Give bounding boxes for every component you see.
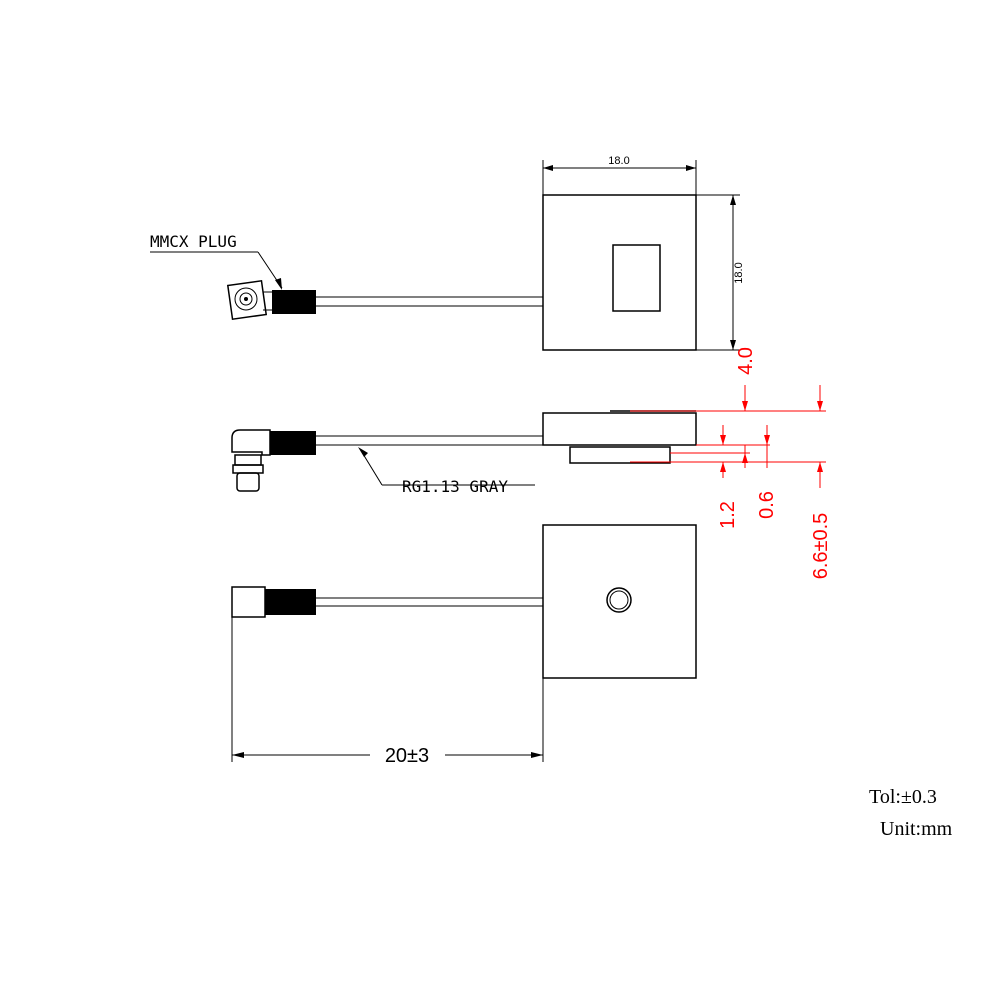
- side-cable: [316, 435, 543, 446]
- mmcx-plug-label: MMCX PLUG: [150, 232, 237, 251]
- top-antenna-body: [542, 194, 697, 351]
- bottom-mmcx-head: [231, 586, 266, 618]
- dim-6-6-label: 6.6±0.5: [810, 513, 832, 580]
- top-view: MMCX PLUG 18.0 18.0: [150, 155, 745, 351]
- top-cable: [316, 296, 543, 307]
- cable-leader: [358, 447, 535, 486]
- cable-label: RG1.13 GRAY: [402, 477, 508, 496]
- cable-length-dimension: [231, 617, 544, 762]
- side-red-dimensions: [630, 385, 826, 488]
- top-height-label: 18.0: [733, 262, 745, 283]
- side-bottom-pad: [569, 446, 671, 464]
- top-crimp-sleeve: [272, 290, 316, 314]
- top-mmcx-head: [226, 279, 272, 321]
- bottom-crimp-sleeve: [265, 589, 316, 615]
- bottom-view: 20±3: [231, 524, 697, 767]
- bottom-cable: [316, 597, 543, 607]
- side-mmcx-connector: [231, 429, 271, 492]
- dim-0-6-label: 0.6: [756, 491, 778, 519]
- tolerance-note: Tol:±0.3: [869, 786, 937, 808]
- top-width-dimension: [542, 160, 697, 195]
- cable-length-label: 20±3: [385, 745, 429, 767]
- mmcx-leader: [150, 251, 283, 290]
- unit-note: Unit:mm: [880, 818, 953, 840]
- bottom-feed-circle: [606, 587, 632, 613]
- side-crimp-sleeve: [270, 431, 316, 455]
- top-width-label: 18.0: [608, 155, 629, 167]
- top-height-dimension: [696, 194, 740, 351]
- side-antenna-body: [542, 412, 697, 446]
- dim-4-0-label: 4.0: [735, 347, 757, 375]
- top-inner-rect: [612, 244, 661, 312]
- bottom-antenna-body: [542, 524, 697, 679]
- dim-1-2-label: 1.2: [717, 501, 739, 529]
- side-view: RG1.13 GRAY: [231, 347, 832, 580]
